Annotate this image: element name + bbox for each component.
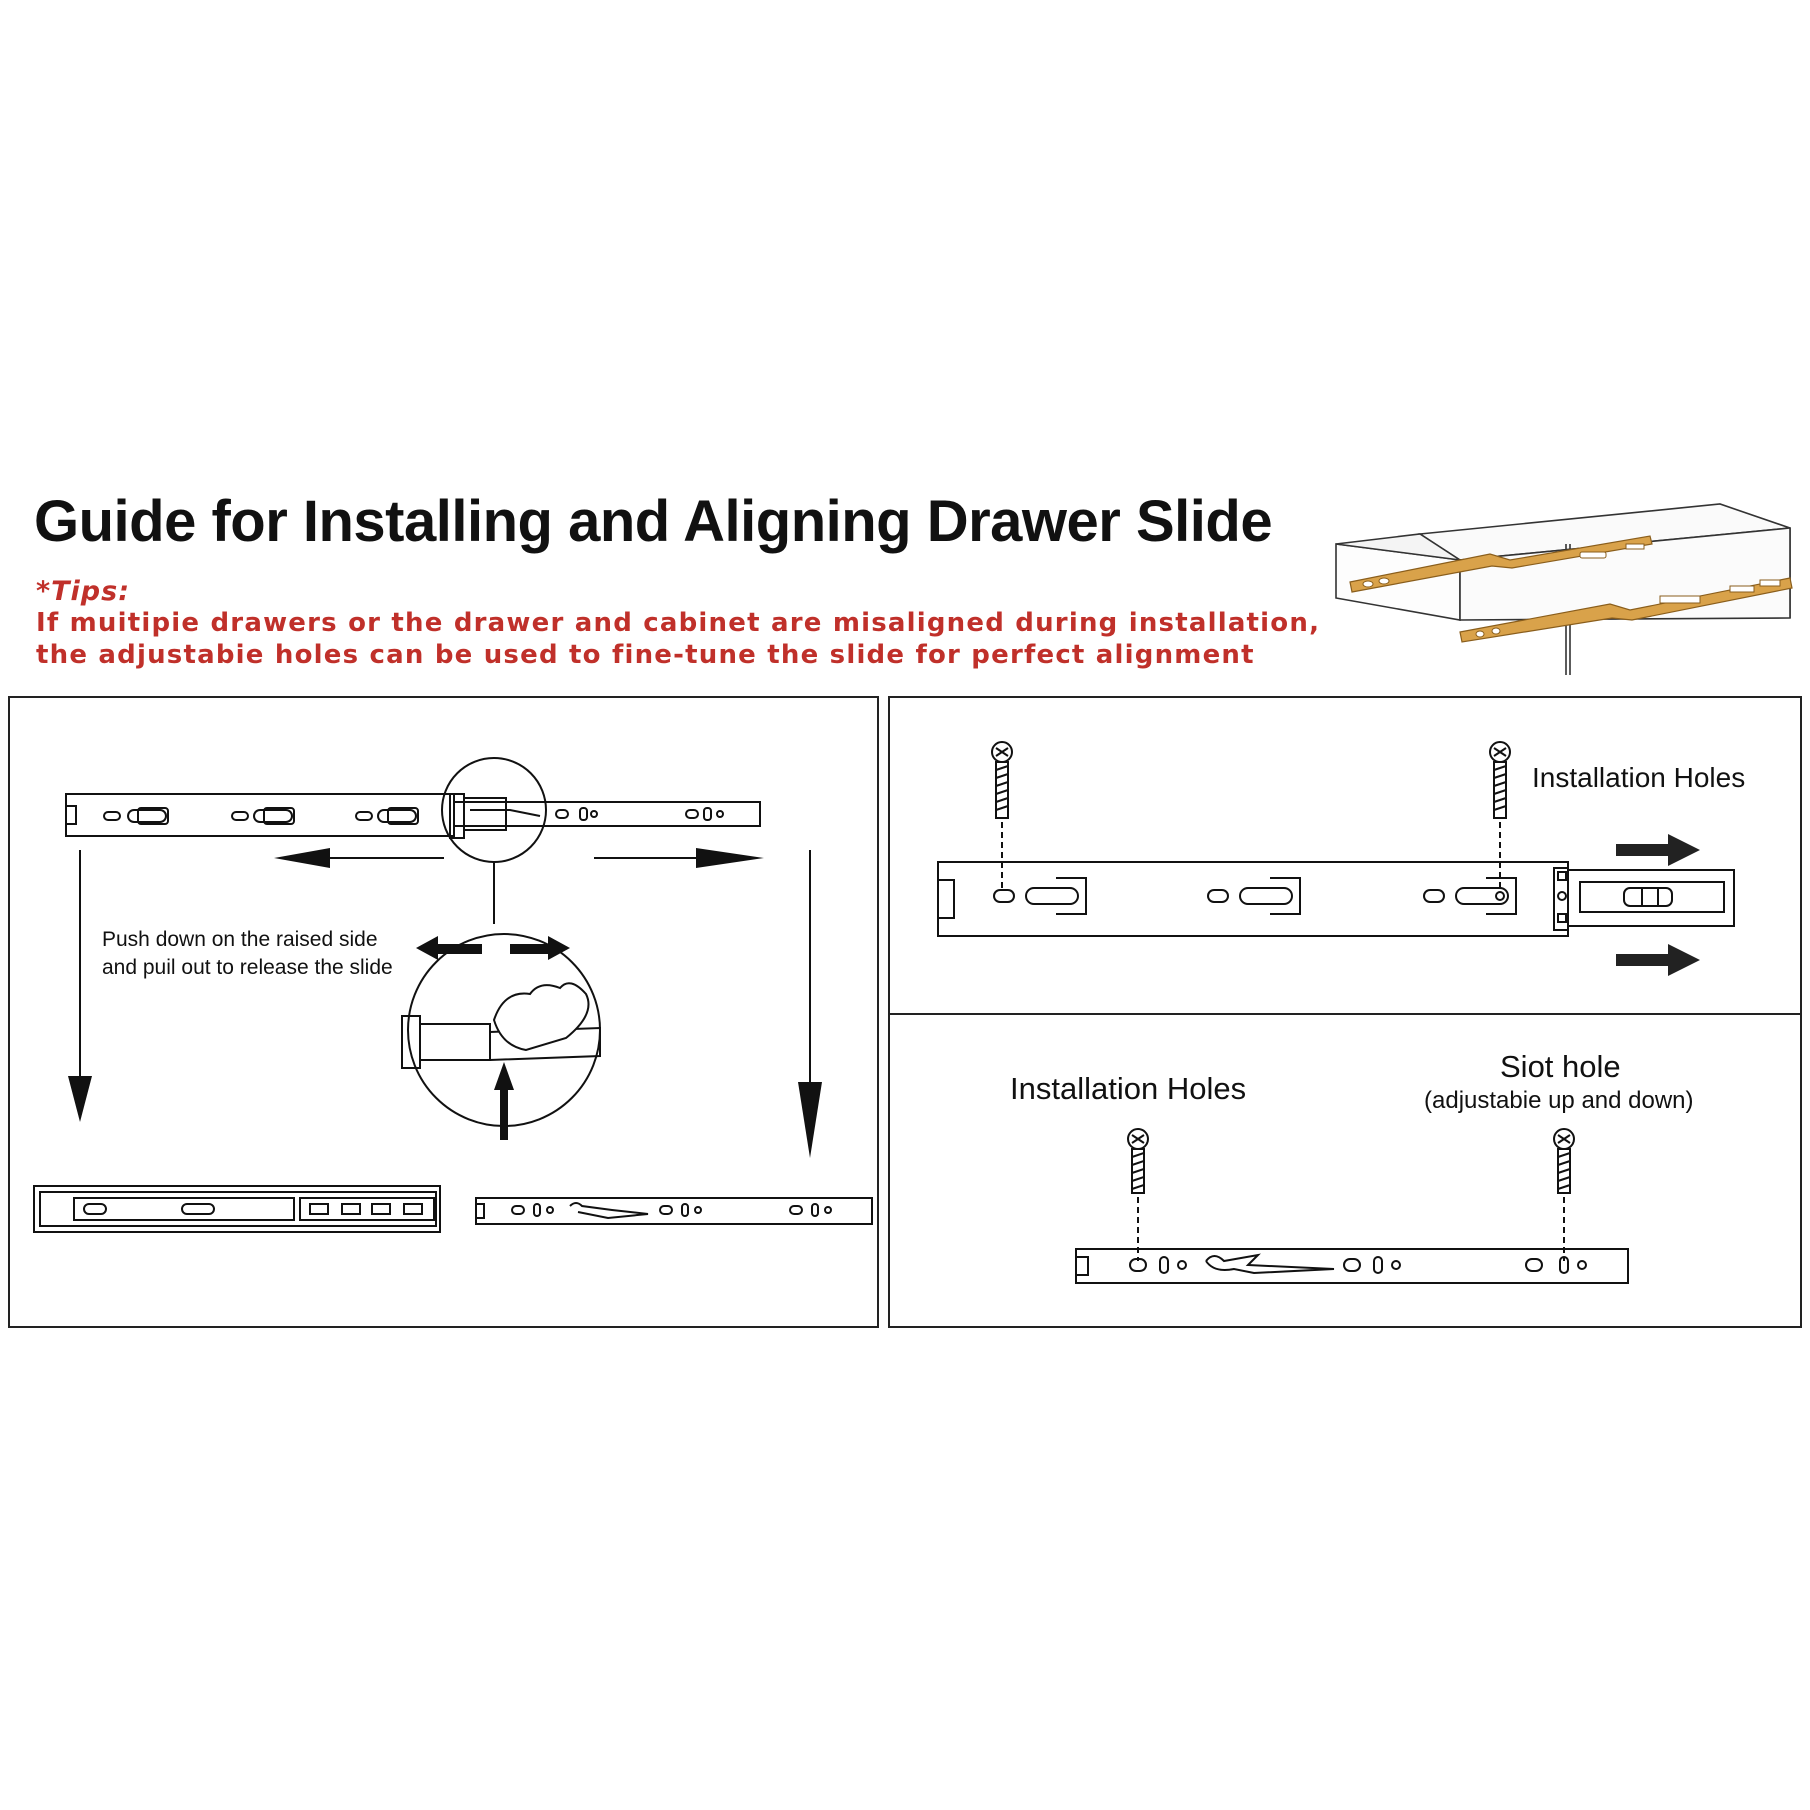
screw-icon (1553, 1128, 1575, 1194)
slot-hole-diagram (1075, 1128, 1629, 1284)
release-instruction-line-2: and puil out to release the slide (102, 956, 393, 979)
slot-hole-panel: Installation Holes Siot hole (adjustabie… (888, 1013, 1802, 1328)
outer-slide (937, 861, 1569, 937)
tips-text-line-1: If muitipie drawers or the drawer and ca… (36, 608, 1321, 638)
arrow-right-icon (1668, 944, 1700, 976)
arrow-right-icon (696, 848, 764, 868)
installation-holes-panel: Installation Holes (888, 696, 1802, 1016)
screw-icon (991, 741, 1013, 819)
gold-slide-rails (1349, 535, 1793, 643)
arrow-right-icon (548, 936, 570, 960)
installation-holes-label: Installation Holes (1532, 762, 1746, 793)
screw-icon (1489, 741, 1511, 819)
arrow-down-icon (68, 1076, 92, 1122)
slot-hole-label: Siot hole (1500, 1049, 1621, 1084)
slide-latch (1623, 887, 1673, 907)
inner-rail (475, 1197, 873, 1225)
hand-shape (492, 982, 590, 1052)
closed-slide (33, 1185, 441, 1233)
arrow-right-icon (1668, 834, 1700, 866)
arrow-up-icon (494, 1062, 514, 1090)
installation-holes-diagram (937, 741, 1735, 976)
slot-hole-note: (adjustabie up and down) (1424, 1087, 1694, 1114)
inner-rail (1075, 1248, 1629, 1284)
release-slide-diagram (33, 757, 873, 1233)
installation-holes-label: Installation Holes (1010, 1071, 1247, 1106)
tips-text-line-2: the adjustabie holes can be used to fine… (36, 640, 1255, 670)
arrow-left-icon (274, 848, 330, 868)
arrow-left-icon (416, 936, 438, 960)
tips-heading: *Tips: (36, 576, 130, 607)
extended-slide (65, 793, 455, 837)
slide-holes (103, 807, 724, 825)
page-title: Guide for Installing and Aligning Drawer… (34, 489, 1273, 554)
arrow-down-icon (798, 1082, 822, 1158)
release-instruction-line-1: Push down on the raised side (102, 928, 378, 951)
release-slide-panel: Push down on the raised side and puil ou… (8, 696, 879, 1328)
screw-icon (1127, 1128, 1149, 1194)
drawer-cabinet-illustration (1335, 503, 1793, 675)
